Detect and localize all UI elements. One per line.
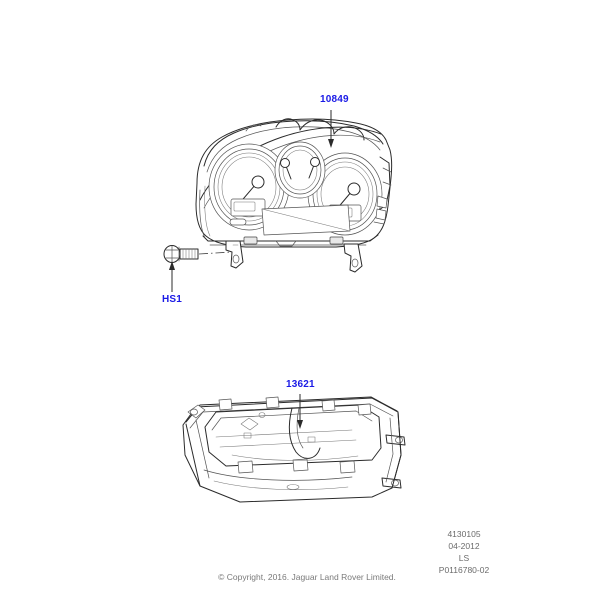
gauge-center [274,141,326,199]
callout-label-13621[interactable]: 13621 [286,379,315,390]
meta-line-4: P0116780-02 [439,565,490,575]
part-instrument-cluster[interactable] [195,118,393,273]
callout-label-10849[interactable]: 10849 [320,94,349,105]
leader-10849 [328,110,334,148]
meta-line-2: 04-2012 [448,541,479,551]
housing-mount-flanges [381,411,406,489]
leader-hs1 [169,261,175,292]
center-display [261,204,351,236]
assembly-axis-line [198,251,233,255]
mounting-bracket-right [329,236,363,273]
meta-line-1: 4130105 [447,529,480,539]
housing-clips-top [218,396,372,416]
part-cluster-housing[interactable] [182,396,406,503]
mounting-bracket-left [225,236,258,269]
housing-clips-bottom [237,458,356,474]
meta-line-3: LS [459,553,470,563]
callout-label-hs1[interactable]: HS1 [162,294,182,305]
copyright-notice: © Copyright, 2016. Jaguar Land Rover Lim… [218,572,396,582]
leader-13621 [297,394,303,429]
part-screw[interactable] [163,245,199,263]
